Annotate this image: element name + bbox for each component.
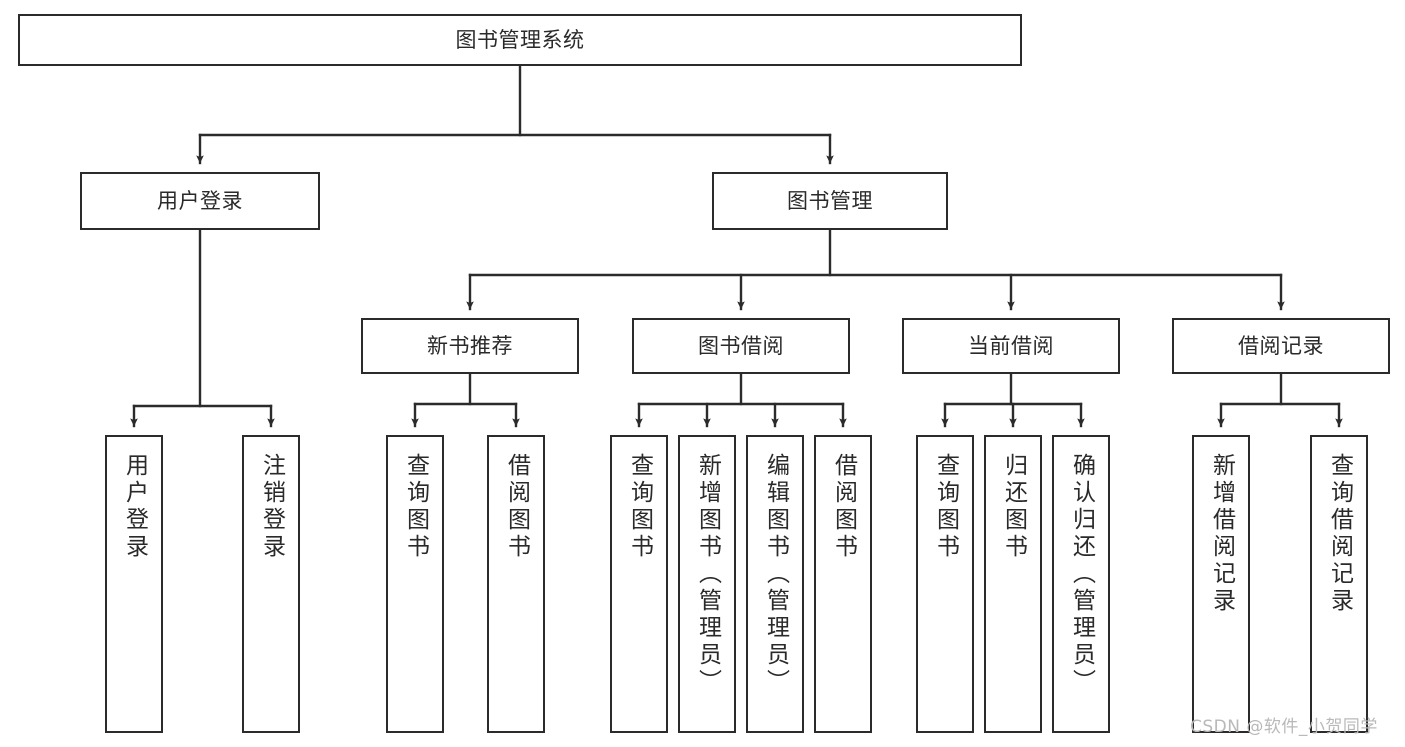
node-borrow-record-label: 借阅记录 xyxy=(1238,333,1324,358)
node-user-login-label: 用户登录 xyxy=(157,188,243,213)
node-root-label: 图书管理系统 xyxy=(455,27,585,52)
leaf-query-book-cur-label: 查询图书 xyxy=(932,453,959,561)
leaf-edit-book-label: 编辑图书（管理员） xyxy=(762,453,789,696)
leaf-borrow-book[interactable]: 借阅图书 xyxy=(814,435,872,733)
node-new-book-rec-label: 新书推荐 xyxy=(427,333,513,358)
node-root[interactable]: 图书管理系统 xyxy=(18,14,1022,66)
node-borrow-record[interactable]: 借阅记录 xyxy=(1172,318,1390,374)
leaf-return-book-label: 归还图书 xyxy=(1000,453,1027,561)
node-current-borrow[interactable]: 当前借阅 xyxy=(902,318,1120,374)
node-book-manage[interactable]: 图书管理 xyxy=(712,172,948,230)
leaf-add-record-label: 新增借阅记录 xyxy=(1208,453,1235,615)
leaf-query-record-label: 查询借阅记录 xyxy=(1326,453,1353,615)
leaf-return-book[interactable]: 归还图书 xyxy=(984,435,1042,733)
node-book-manage-label: 图书管理 xyxy=(787,188,873,213)
leaf-add-book-label: 新增图书（管理员） xyxy=(694,453,721,696)
node-book-borrow-label: 图书借阅 xyxy=(698,333,784,358)
leaf-add-record[interactable]: 新增借阅记录 xyxy=(1192,435,1250,733)
leaf-confirm-return-label: 确认归还（管理员） xyxy=(1068,453,1095,696)
leaf-query-book-rec-label: 查询图书 xyxy=(402,453,429,561)
leaf-query-book-borrow-label: 查询图书 xyxy=(626,453,653,561)
node-current-borrow-label: 当前借阅 xyxy=(968,333,1054,358)
leaf-borrow-book-rec-label: 借阅图书 xyxy=(503,453,530,561)
csdn-watermark: CSDN @软件_小贺同学 xyxy=(1190,717,1378,737)
leaf-logout-label: 注销登录 xyxy=(258,453,285,561)
leaf-confirm-return[interactable]: 确认归还（管理员） xyxy=(1052,435,1110,733)
leaf-query-book-cur[interactable]: 查询图书 xyxy=(916,435,974,733)
leaf-user-login-label: 用户登录 xyxy=(121,453,148,561)
leaf-edit-book[interactable]: 编辑图书（管理员） xyxy=(746,435,804,733)
leaf-query-book-borrow[interactable]: 查询图书 xyxy=(610,435,668,733)
leaf-query-book-rec[interactable]: 查询图书 xyxy=(386,435,444,733)
leaf-borrow-book-rec[interactable]: 借阅图书 xyxy=(487,435,545,733)
leaf-query-record[interactable]: 查询借阅记录 xyxy=(1310,435,1368,733)
node-book-borrow[interactable]: 图书借阅 xyxy=(632,318,850,374)
leaf-user-login[interactable]: 用户登录 xyxy=(105,435,163,733)
leaf-add-book[interactable]: 新增图书（管理员） xyxy=(678,435,736,733)
node-user-login[interactable]: 用户登录 xyxy=(80,172,320,230)
leaf-borrow-book-label: 借阅图书 xyxy=(830,453,857,561)
leaf-logout[interactable]: 注销登录 xyxy=(242,435,300,733)
node-new-book-rec[interactable]: 新书推荐 xyxy=(361,318,579,374)
